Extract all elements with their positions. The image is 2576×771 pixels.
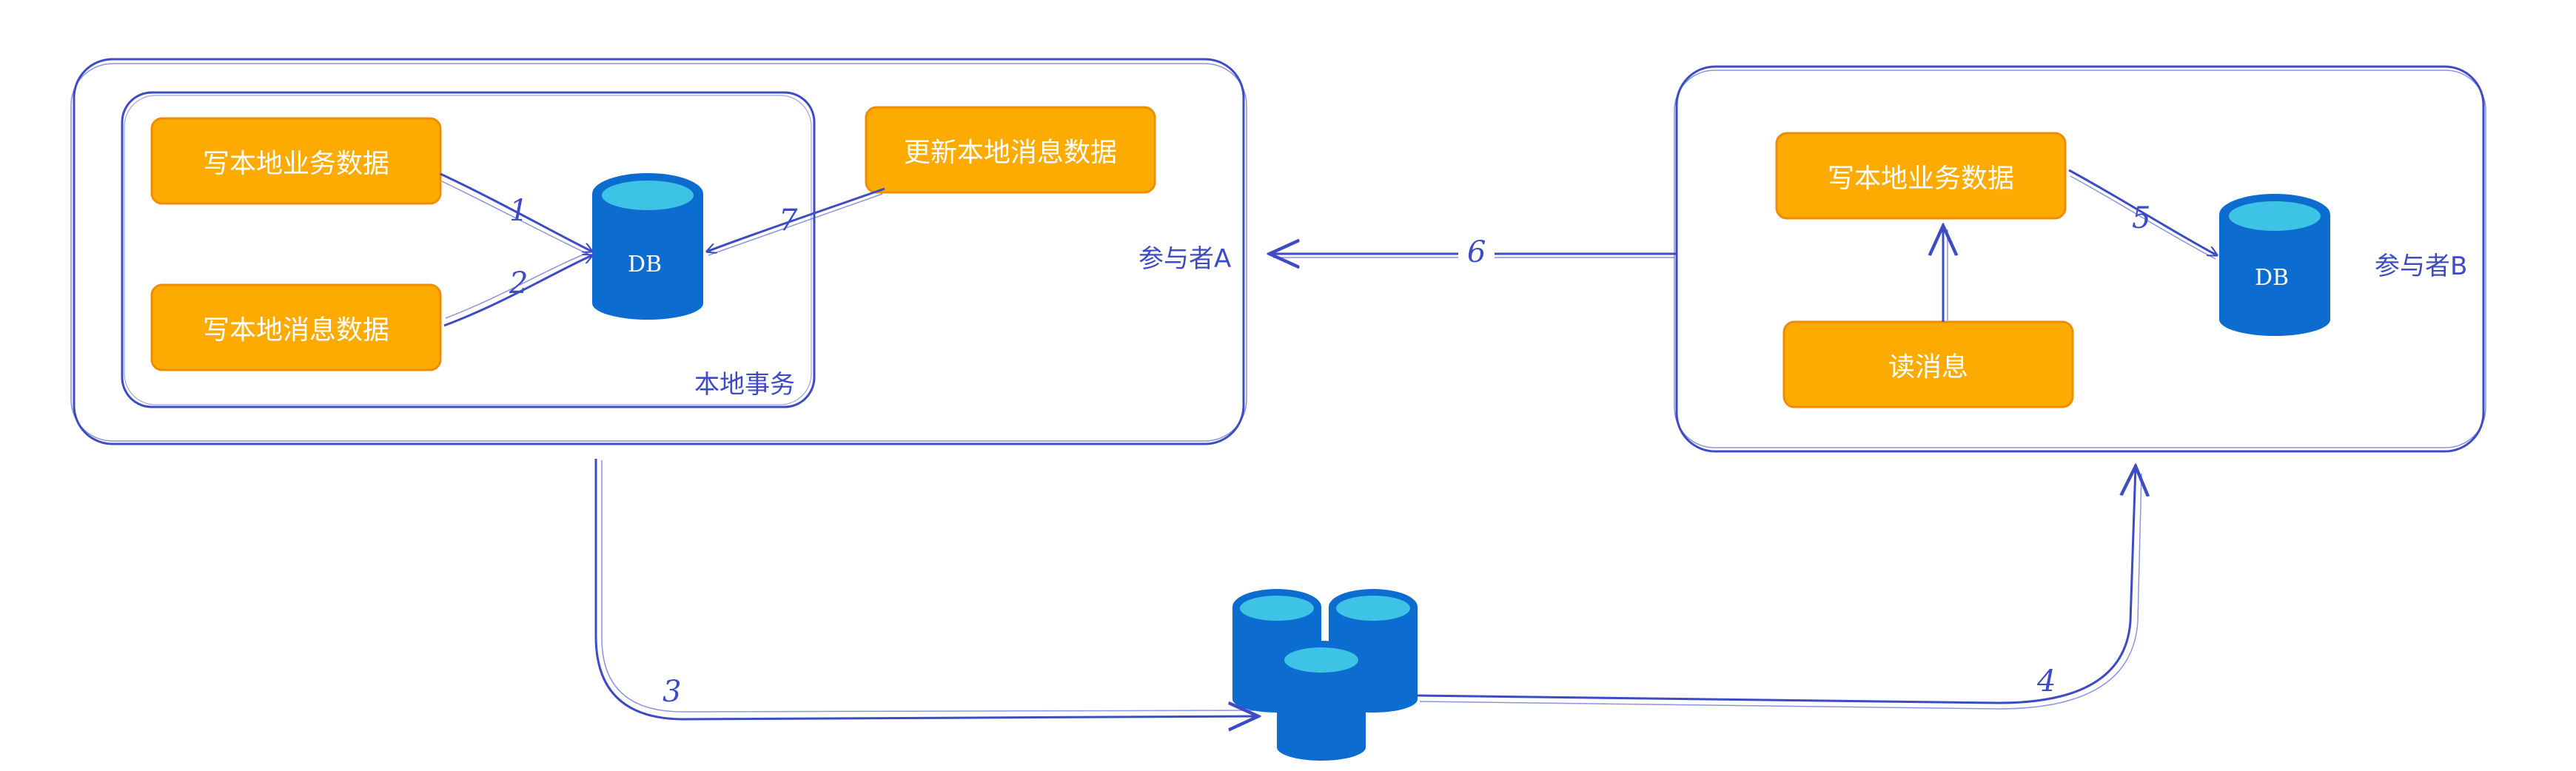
step-6-label: 6 (1458, 235, 1495, 269)
step-7-label: 7 (779, 203, 798, 238)
arrow-step-3 (594, 459, 1258, 719)
step-1-label: 1 (509, 194, 529, 228)
step-5-label: 5 (2132, 201, 2151, 235)
database-b-icon (2219, 194, 2330, 336)
box-a-write-message (150, 283, 442, 371)
database-a-label: DB (628, 252, 663, 277)
arrow-step-5 (2068, 169, 2217, 260)
participant-a-label: 参与者A (1138, 244, 1232, 274)
box-a-update-message (865, 106, 1156, 194)
arrow-read-to-write (1943, 226, 1948, 322)
arrow-step-7 (707, 187, 885, 256)
step-4-label: 4 (2037, 664, 2056, 698)
box-a-write-business (150, 117, 442, 205)
local-transaction-container (121, 91, 816, 408)
box-a-write-business-label: 写本地业务数据 (202, 148, 389, 179)
database-a-icon (592, 173, 703, 320)
step-2-label: 2 (509, 266, 529, 300)
box-b-read-message (1782, 320, 2074, 408)
message-queue-icon (1232, 589, 1418, 761)
step-3-label: 3 (663, 675, 682, 709)
arrow-step-4 (1417, 466, 2141, 710)
box-b-write-business-label: 写本地业务数据 (1827, 163, 2014, 194)
database-b-label: DB (2255, 265, 2290, 291)
arrow-step-1 (440, 172, 592, 256)
box-b-read-message-label: 读消息 (1888, 351, 1968, 383)
box-b-write-business (1775, 132, 2067, 220)
participant-a-container (70, 58, 1247, 445)
arrow-step-2 (443, 251, 592, 327)
box-a-update-message-label: 更新本地消息数据 (903, 137, 1117, 168)
local-transaction-label: 本地事务 (694, 370, 795, 400)
box-a-write-message-label: 写本地消息数据 (202, 314, 389, 346)
participant-b-container (1674, 65, 2486, 453)
participant-b-label: 参与者B (2375, 252, 2468, 281)
